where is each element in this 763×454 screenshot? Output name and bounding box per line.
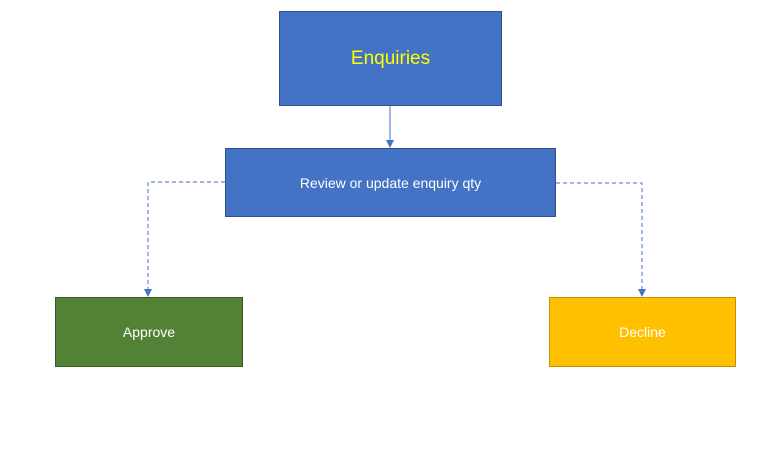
node-enquiries: Enquiries <box>279 11 502 106</box>
node-approve: Approve <box>55 297 243 367</box>
connector-review-to-approve <box>144 181 225 297</box>
node-review-enquiry-label: Review or update enquiry qty <box>299 174 482 191</box>
node-decline: Decline <box>549 297 736 367</box>
node-decline-label: Decline <box>619 324 666 340</box>
node-review-enquiry: Review or update enquiry qty <box>225 148 556 217</box>
node-approve-label: Approve <box>122 324 176 340</box>
node-enquiries-label: Enquiries <box>350 47 431 69</box>
connector-review-to-decline <box>556 182 646 297</box>
